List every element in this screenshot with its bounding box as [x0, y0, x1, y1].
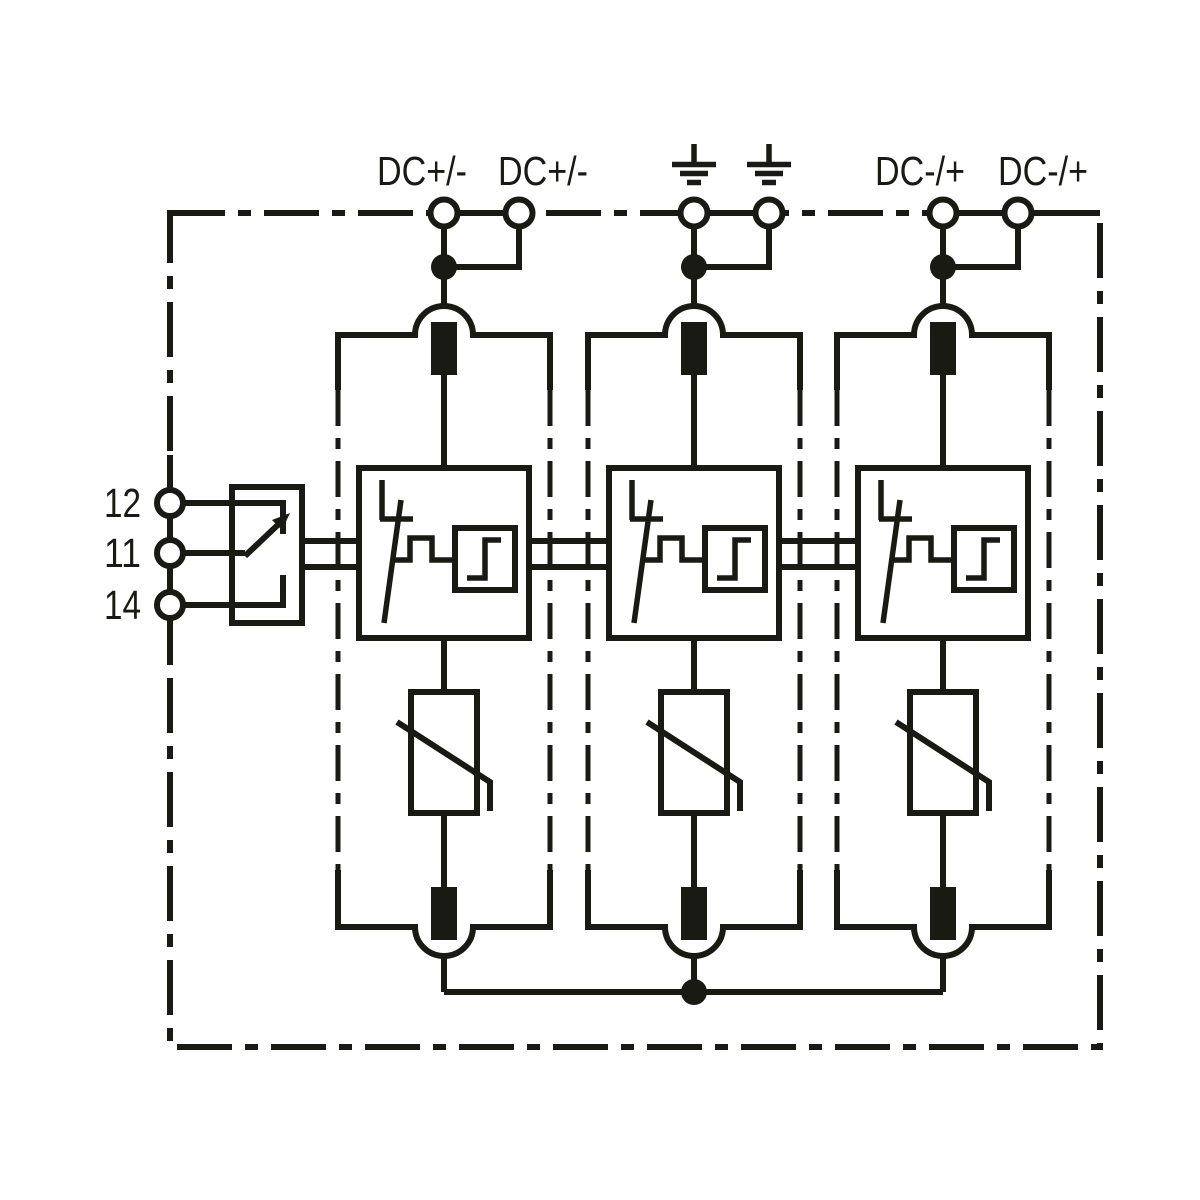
monitoring-bus-lines: [301, 538, 858, 570]
contact-14-wire: [184, 575, 286, 608]
terminal-circle: [154, 537, 186, 569]
remote-signalling-contact: 12 11 14: [104, 480, 305, 628]
device-enclosure-outline: [167, 210, 1103, 1050]
terminal-label-dc2: DC+/-: [498, 148, 588, 194]
terminal-label-dc1: DC+/-: [377, 148, 467, 194]
terminal-circle: [154, 487, 186, 519]
contact-label-12: 12: [104, 480, 141, 526]
terminal-label-dc4: DC-/+: [998, 148, 1088, 194]
contact-label-11: 11: [104, 530, 141, 576]
contact-label-14: 14: [104, 582, 141, 628]
top-terminal-labels: DC+/- DC+/- DC-/+ DC-/+: [377, 144, 1088, 194]
terminal-circle: [154, 589, 186, 621]
changeover-switch-icon: [242, 513, 290, 559]
terminal-label-dc3: DC-/+: [875, 148, 965, 194]
